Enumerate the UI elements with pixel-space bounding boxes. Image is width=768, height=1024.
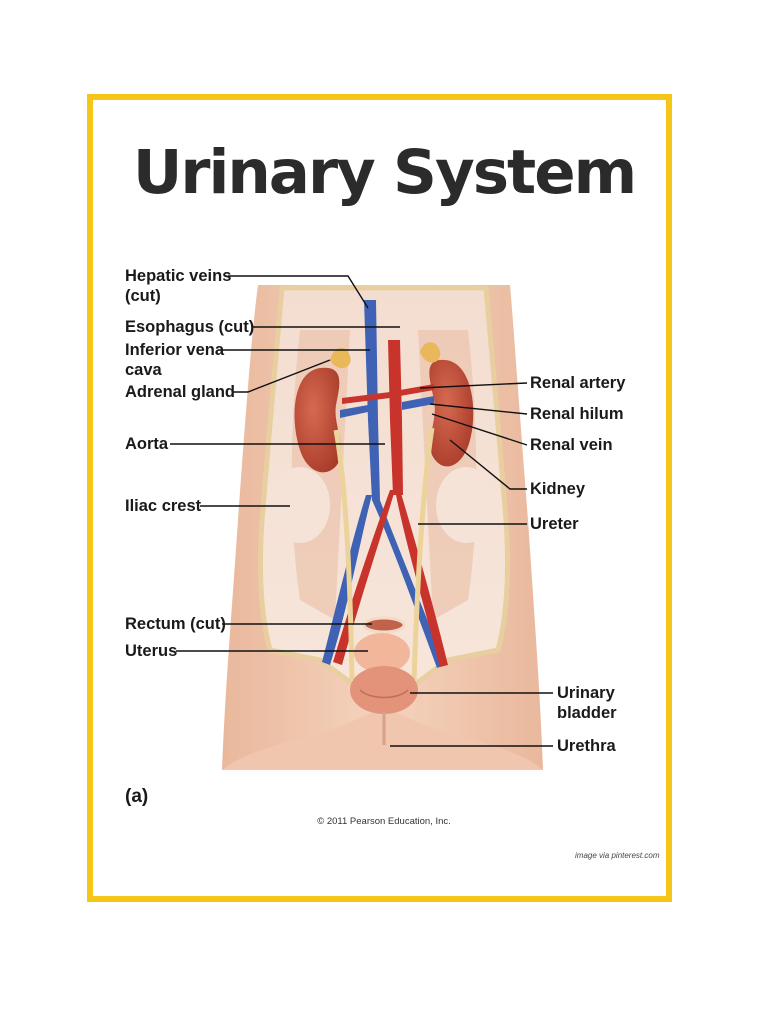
label-renal-hilum: Renal hilum — [530, 405, 624, 423]
aorta — [388, 340, 403, 495]
image-credit: image via pinterest.com — [575, 851, 660, 860]
label-rectum: Rectum (cut) — [125, 615, 226, 633]
label-urethra: Urethra — [557, 737, 616, 755]
label-renal-artery: Renal artery — [530, 374, 626, 392]
right-ureter — [411, 427, 435, 681]
label-urinary-bladder: Urinary bladder — [557, 683, 617, 723]
label-ureter: Ureter — [530, 515, 579, 533]
label-ivc-line2: cava — [125, 361, 162, 379]
label-inferior-vena-cava: Inferior vena cava — [125, 340, 224, 380]
copyright-text: © 2011 Pearson Education, Inc. — [317, 816, 451, 827]
panel-label: (a) — [125, 786, 149, 807]
page-title: Urinary System — [132, 137, 637, 208]
label-kidney: Kidney — [530, 480, 586, 498]
label-bladder-line2: bladder — [557, 704, 617, 722]
right-adrenal — [420, 342, 441, 363]
urinary-bladder — [350, 666, 418, 714]
label-ivc-line1: Inferior vena — [125, 341, 225, 359]
label-adrenal-gland: Adrenal gland — [125, 383, 236, 401]
left-adrenal — [330, 347, 351, 369]
label-esophagus: Esophagus (cut) — [125, 318, 255, 336]
label-bladder-line1: Urinary — [557, 684, 615, 702]
left-kidney — [294, 367, 342, 473]
label-aorta: Aorta — [125, 435, 169, 453]
rectum — [362, 616, 406, 634]
label-hepatic-veins-line1: Hepatic veins — [125, 267, 232, 285]
uterus — [354, 633, 410, 673]
label-iliac-crest: Iliac crest — [125, 497, 202, 515]
label-hepatic-veins: Hepatic veins (cut) — [125, 266, 231, 306]
label-hepatic-veins-line2: (cut) — [125, 287, 161, 305]
label-uterus: Uterus — [125, 642, 178, 660]
label-renal-vein: Renal vein — [530, 436, 613, 454]
left-ureter — [333, 429, 355, 681]
